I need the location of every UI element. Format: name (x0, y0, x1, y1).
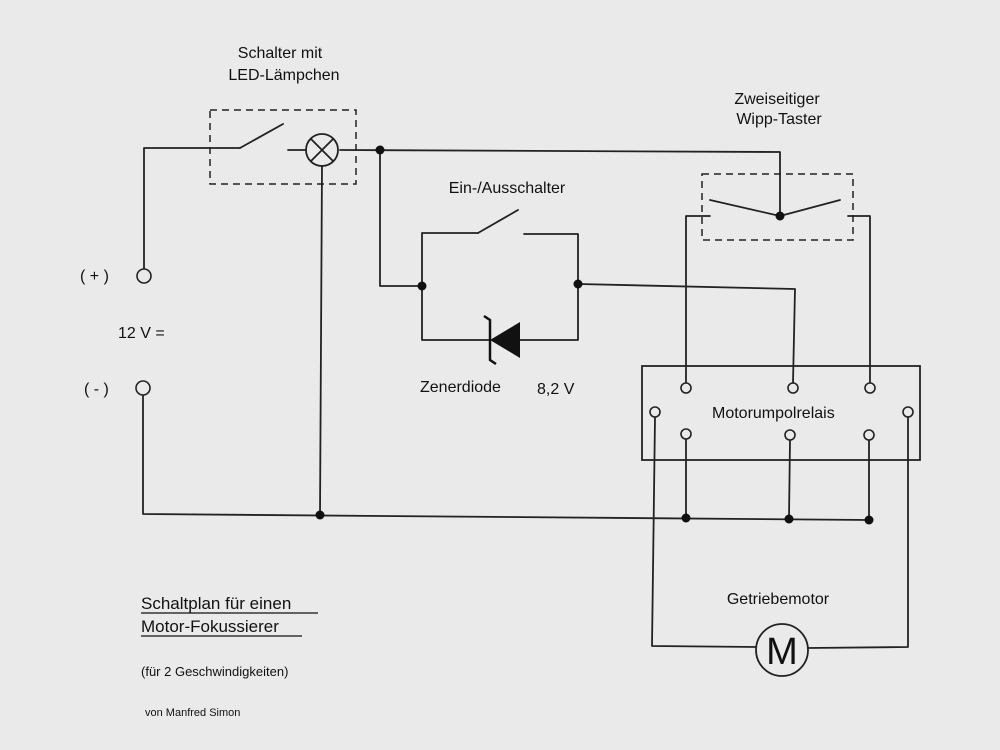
relay-terminal (680, 428, 692, 440)
wire-ground-bus (142, 391, 871, 521)
minus-terminal (135, 380, 151, 396)
plus-label: ( + ) (80, 268, 109, 285)
wire-lamp-to-ground (319, 165, 323, 517)
rocker-switch-box (701, 173, 854, 241)
wire-rocker-right (847, 215, 871, 384)
lamp-icon (305, 133, 339, 167)
title-line-1: Schaltplan für einen (141, 594, 291, 613)
relay-terminal (902, 406, 914, 418)
plus-terminal (136, 268, 152, 284)
title-line-2: Motor-Fokussierer (141, 617, 279, 636)
rocker-switch-group (701, 173, 854, 241)
wire-onoff-to-relay (577, 283, 796, 384)
voltage-label: 12 V = (118, 325, 165, 342)
onoff-switch-lever (477, 209, 519, 234)
motor-label: Getriebemotor (727, 591, 830, 608)
relay-terminal (680, 382, 692, 394)
led-switch-box (209, 109, 357, 185)
junction-dot (864, 515, 874, 525)
zener-value-label: 8,2 V (537, 381, 575, 398)
author-credit: von Manfred Simon (145, 707, 240, 719)
junction-dot (775, 211, 785, 221)
onoff-label: Ein-/Ausschalter (449, 180, 566, 197)
wire-relay-b2 (788, 440, 791, 519)
junction-dot (681, 513, 691, 523)
junction-dot (417, 281, 427, 291)
wire-onoff-top-right (523, 233, 579, 285)
zener-label: Zenerdiode (420, 379, 501, 396)
wire-motor-right (807, 417, 909, 649)
relay-terminal (864, 382, 876, 394)
junction-dot (784, 514, 794, 524)
wire-rocker-left (685, 215, 711, 384)
motor-symbol: M (766, 631, 798, 673)
led-switch-group (209, 109, 357, 185)
junctions (315, 145, 874, 525)
rocker-lever-right (779, 199, 841, 217)
junction-dot (375, 145, 385, 155)
wire-plus-to-switch (143, 147, 241, 269)
rocker-label-1: Zweiseitiger (734, 91, 820, 108)
junction-dot (315, 510, 325, 520)
wires (142, 147, 909, 649)
relay-terminal (787, 382, 799, 394)
wire-zener-branch (421, 283, 579, 341)
relay-label: Motorumpolrelais (712, 405, 835, 422)
wire-lamp-to-rocker (339, 149, 781, 216)
minus-label: ( - ) (84, 381, 109, 398)
rocker-label-2: Wipp-Taster (736, 111, 822, 128)
wire-junction-to-onoff (379, 149, 423, 287)
led-switch-label-1: Schalter mit (238, 45, 323, 62)
motor-icon (755, 623, 809, 677)
relay-terminal (863, 429, 875, 441)
junction-dot (573, 279, 583, 289)
zener-diode-icon (483, 314, 520, 366)
wire-motor-left (651, 417, 759, 648)
wire-onoff-top-left (421, 232, 479, 287)
led-switch-label-2: LED-Lämpchen (228, 67, 339, 84)
subtitle: (für 2 Geschwindigkeiten) (141, 664, 288, 679)
relay-terminal (784, 429, 796, 441)
terminals (135, 268, 914, 441)
relay-terminal (649, 406, 661, 418)
relay-box (641, 365, 921, 461)
led-switch-lever (239, 123, 284, 149)
rocker-lever-left (709, 199, 781, 217)
